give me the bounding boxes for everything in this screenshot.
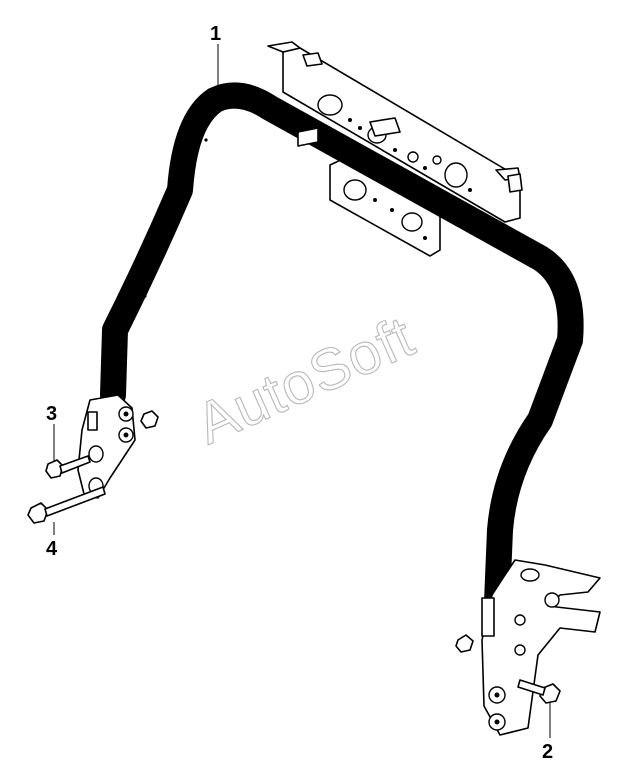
bolt-short (45, 455, 91, 479)
bolt-long (27, 486, 106, 524)
right-foot-bracket (455, 559, 601, 736)
mounting-bracket-rear (267, 41, 523, 223)
callout-2: 2 (542, 741, 553, 763)
left-foot-bracket (77, 394, 159, 499)
callout-1: 1 (210, 23, 221, 45)
bolt-right (517, 679, 561, 704)
watermark-text: AutoSoft (187, 304, 424, 457)
callout-4: 4 (46, 538, 58, 560)
roll-bar-frame (100, 82, 584, 663)
callout-3: 3 (46, 403, 57, 425)
